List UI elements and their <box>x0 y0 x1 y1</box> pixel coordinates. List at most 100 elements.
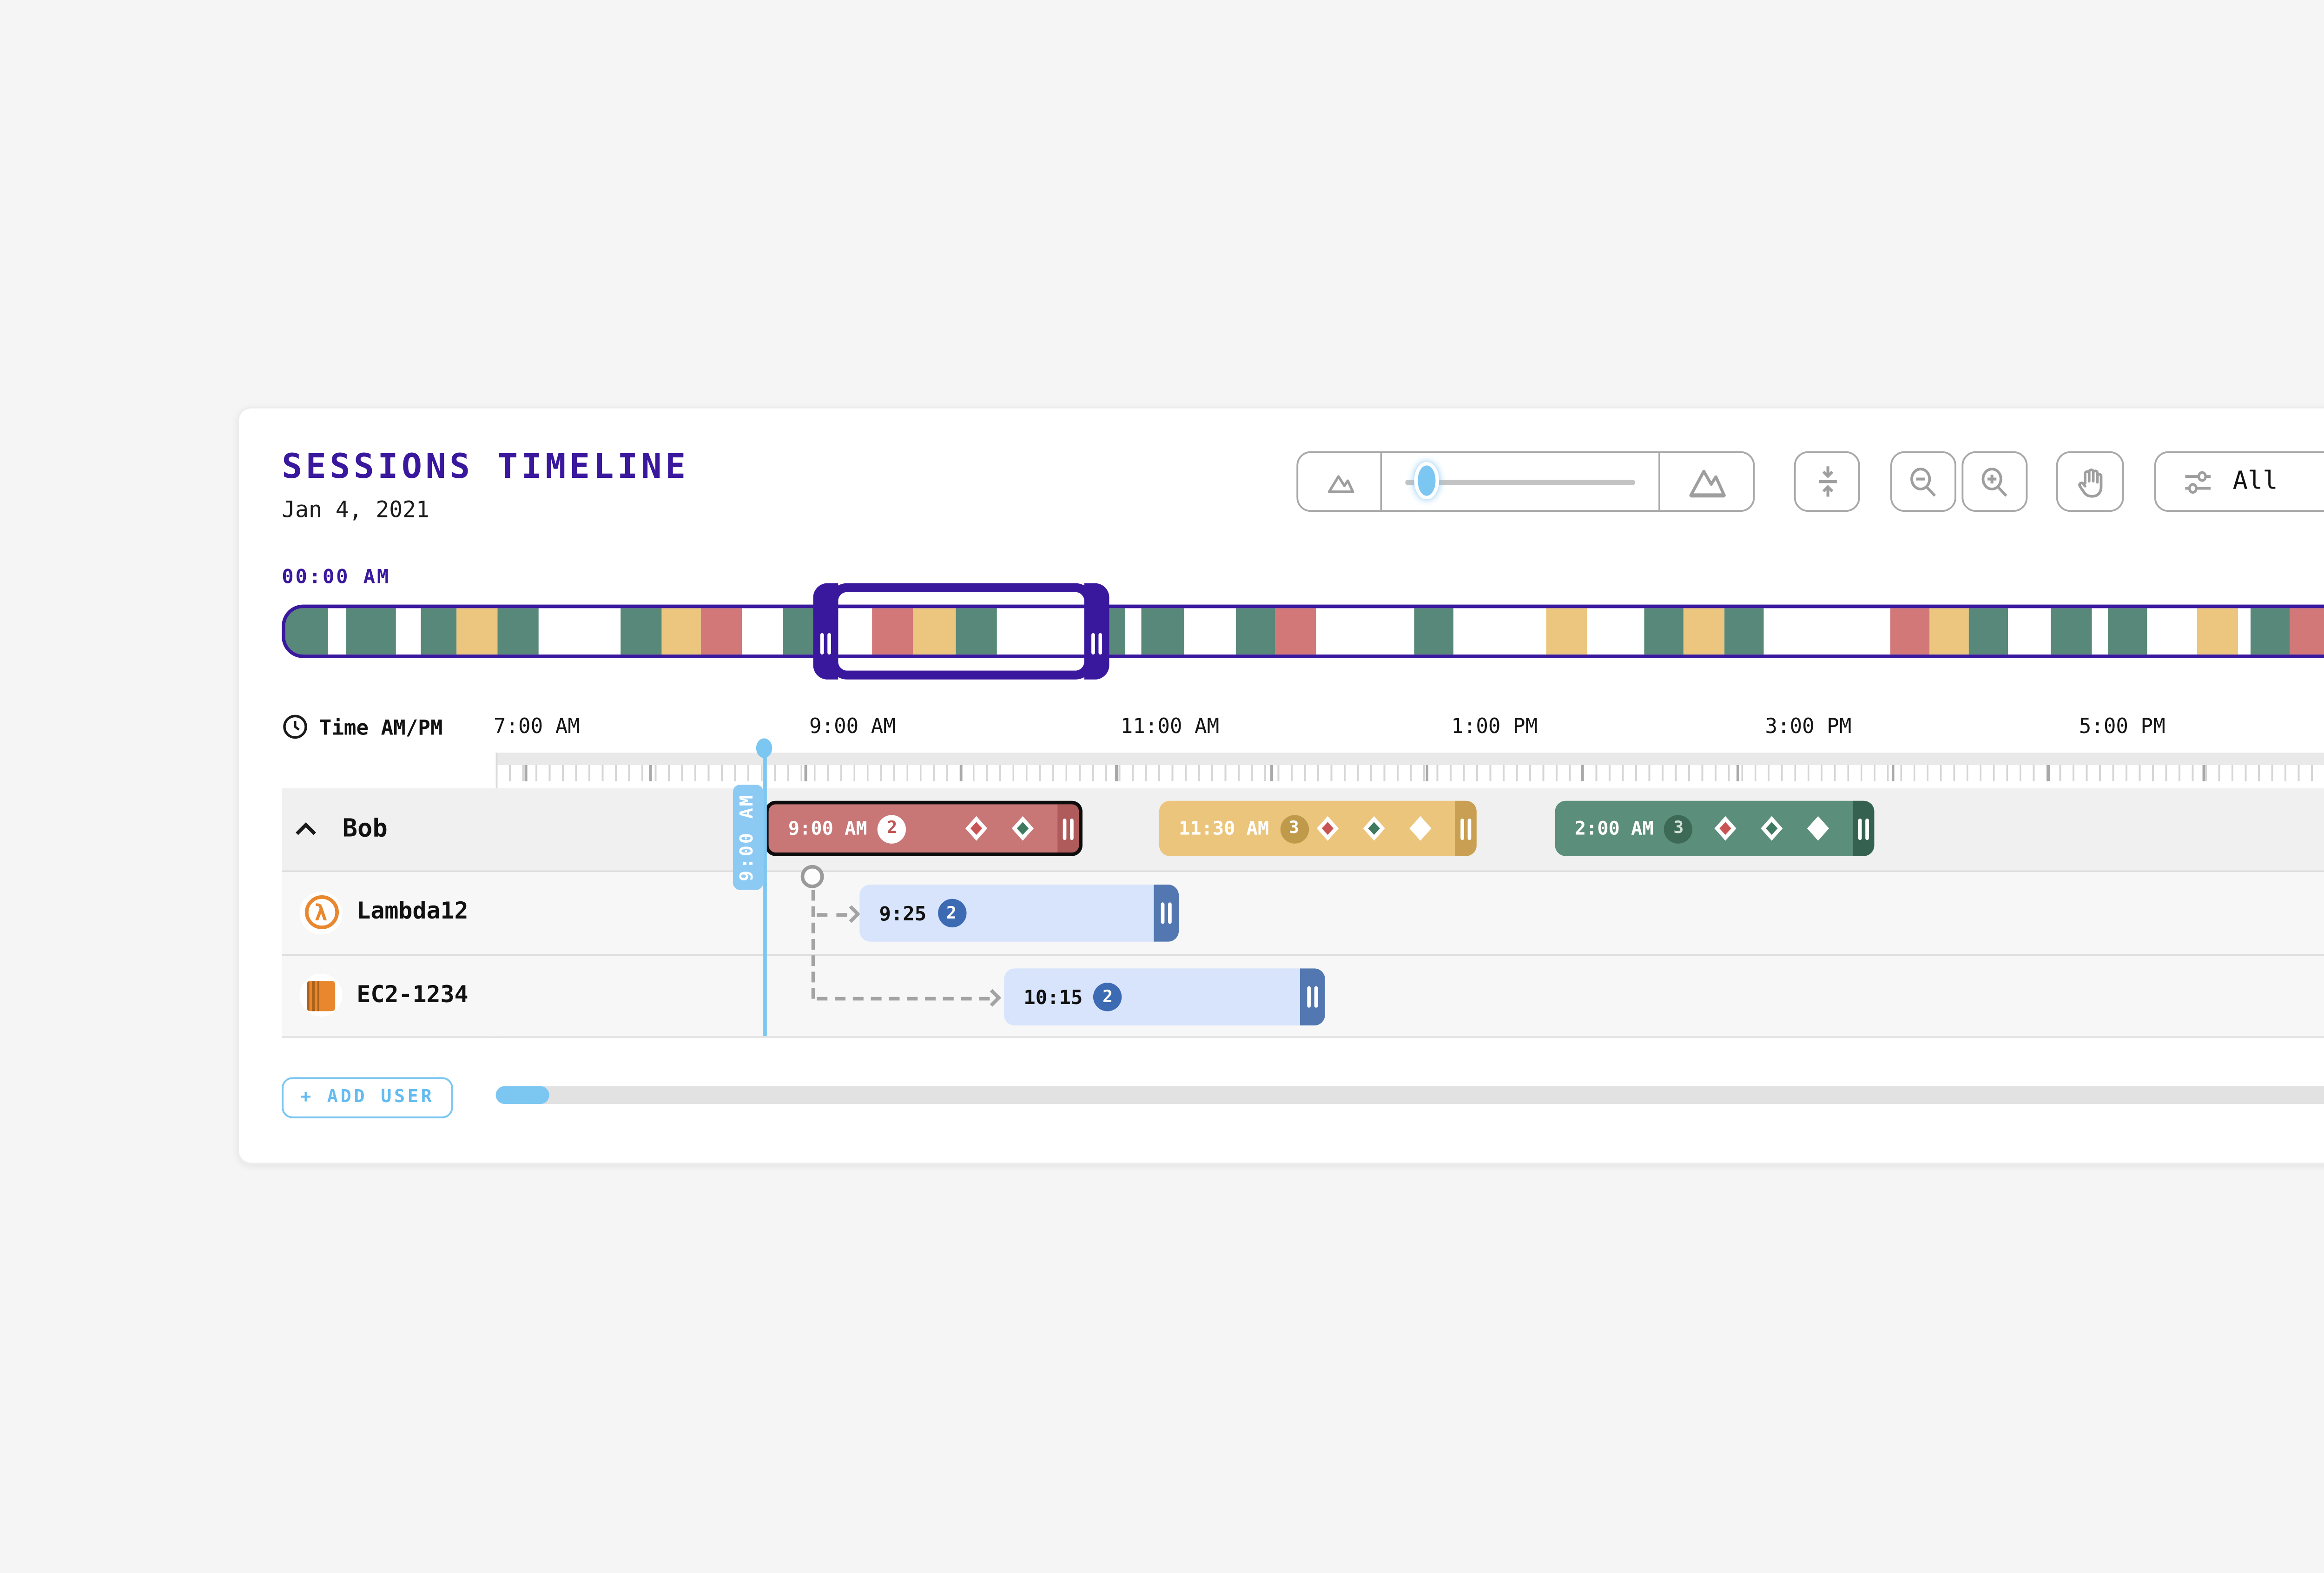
time-legend: Time AM/PM <box>282 714 442 740</box>
time-legend-label: Time AM/PM <box>319 714 443 740</box>
row-bob-name-cell: Bob <box>282 788 495 871</box>
horizontal-scrollbar[interactable] <box>495 1086 2324 1104</box>
ec2-icon <box>299 974 343 1017</box>
session-bar[interactable]: 11:30 AM 3 <box>1159 800 1477 856</box>
zoom-max-button[interactable] <box>1660 453 1753 510</box>
overview-segment <box>700 608 742 655</box>
overview-segment <box>1141 608 1184 655</box>
overview-segment <box>1546 608 1587 655</box>
collapse-vertical-icon <box>1811 464 1843 500</box>
ruler-tick-label: 1:00 PM <box>1451 713 1538 739</box>
pause-handle-icon[interactable] <box>1154 885 1179 942</box>
user-name: Bob <box>342 815 388 844</box>
session-start-label: 9:00 AM <box>788 818 867 839</box>
filter-dropdown[interactable]: All <box>2154 451 2324 512</box>
marker-green-diamond-icon[interactable] <box>1758 815 1785 842</box>
current-time-tag[interactable]: 9:00 AM <box>733 785 764 890</box>
filter-sliders-icon <box>2181 464 2215 498</box>
zoom-in-icon <box>1978 464 2012 498</box>
connector-vertical-line <box>811 890 815 999</box>
pan-button[interactable] <box>2056 451 2124 512</box>
service-name: Lambda12 <box>357 899 469 926</box>
hand-icon <box>2072 464 2108 500</box>
session-start-label: 11:30 AM <box>1179 818 1269 839</box>
zoom-slider-thumb[interactable] <box>1414 462 1439 500</box>
ruler-ticks <box>495 765 2324 781</box>
page-title: SESSIONS TIMELINE <box>282 448 689 487</box>
session-markers <box>1712 815 1831 842</box>
marker-green-diamond-icon[interactable] <box>1360 815 1387 842</box>
marker-red-diamond-icon[interactable] <box>963 815 990 842</box>
session-count-badge: 2 <box>1093 983 1122 1011</box>
lambda-icon: λ <box>299 892 343 935</box>
zoom-min-button[interactable] <box>1298 453 1380 510</box>
session-markers <box>963 815 1036 842</box>
zoom-slider-track[interactable] <box>1405 479 1636 485</box>
horizontal-scrollbar-thumb[interactable] <box>495 1086 549 1104</box>
connector-origin-circle <box>800 865 824 888</box>
window-left-handle[interactable] <box>813 583 838 680</box>
overview-segment <box>2108 608 2147 655</box>
date-label: Jan 4, 2021 <box>282 496 429 523</box>
session-start-label: 2:00 AM <box>1574 818 1654 839</box>
session-count-badge: 3 <box>1280 814 1308 843</box>
session-markers <box>1314 815 1434 842</box>
pause-handle-icon[interactable] <box>1057 804 1079 853</box>
session-start-label: 10:15 <box>1023 985 1083 1009</box>
overview-segment <box>621 608 662 655</box>
ruler-tick-label: 3:00 PM <box>1765 713 1852 739</box>
row-lambda12-name-cell: λ Lambda12 <box>282 872 495 953</box>
overview-segment <box>956 608 997 655</box>
marker-red-diamond-icon[interactable] <box>1712 815 1739 842</box>
overview-segment <box>1414 608 1453 655</box>
service-name: EC2-1234 <box>357 982 469 1009</box>
overview-range-labels: 00:00 AM 11:59 PM <box>282 565 2324 588</box>
current-time-dot[interactable] <box>756 738 772 758</box>
zoom-out-icon <box>1906 464 1940 498</box>
zoom-slider[interactable] <box>1380 453 1660 510</box>
pause-handle-icon[interactable] <box>1853 800 1875 856</box>
overview-segment <box>1683 608 1725 655</box>
session-start-label: 9:25 <box>879 901 927 925</box>
fit-view-button[interactable] <box>1794 451 1860 512</box>
overview-segment <box>285 608 328 655</box>
overview-segment <box>346 608 396 655</box>
marker-white-diamond-icon[interactable] <box>1407 815 1434 842</box>
overview-segment <box>872 608 913 655</box>
overview-segment <box>2250 608 2290 655</box>
zoom-in-button[interactable] <box>1961 451 2028 512</box>
overview-selection-window[interactable] <box>813 583 1109 680</box>
zoom-range-group <box>1296 451 1755 512</box>
marker-white-diamond-icon[interactable] <box>1805 815 1832 842</box>
pause-handle-icon[interactable] <box>1455 800 1477 856</box>
row-lambda12: λ Lambda12 <box>282 871 2324 954</box>
sessions-timeline-card: SESSIONS TIMELINE Jan 4, 2021 <box>237 406 2324 1165</box>
overview-segment <box>1890 608 1930 655</box>
subsession-bar[interactable]: 10:15 2 <box>1004 968 1325 1026</box>
overview-segment <box>661 608 701 655</box>
ruler-tick-label: 11:00 AM <box>1120 713 1220 739</box>
session-count-badge: 2 <box>937 899 966 928</box>
zoom-out-button[interactable] <box>1890 451 1956 512</box>
session-count-badge: 3 <box>1664 814 1693 843</box>
subsession-bar[interactable]: 9:25 2 <box>859 885 1179 942</box>
rows-area: Bob λ Lambda12 EC2-1234 <box>282 788 2324 1038</box>
filter-selected-value: All <box>2232 467 2278 496</box>
overview-segment <box>497 608 539 655</box>
marker-red-diamond-icon[interactable] <box>1314 815 1341 842</box>
overview-start-label: 00:00 AM <box>282 565 391 589</box>
row-ec2-1234-name-cell: EC2-1234 <box>282 955 495 1036</box>
overview-strip[interactable] <box>282 604 2324 658</box>
marker-green-diamond-icon[interactable] <box>1010 815 1037 842</box>
pause-handle-icon[interactable] <box>1300 968 1325 1026</box>
add-user-button[interactable]: + ADD USER <box>282 1077 453 1118</box>
ruler-tick-label: 9:00 AM <box>809 713 896 739</box>
overview-segment <box>421 608 457 655</box>
session-bar[interactable]: 2:00 AM 3 <box>1555 800 1875 856</box>
collapse-chevron-up-icon[interactable] <box>292 819 319 840</box>
window-right-handle[interactable] <box>1084 583 1109 680</box>
overview-segment <box>1968 608 2008 655</box>
